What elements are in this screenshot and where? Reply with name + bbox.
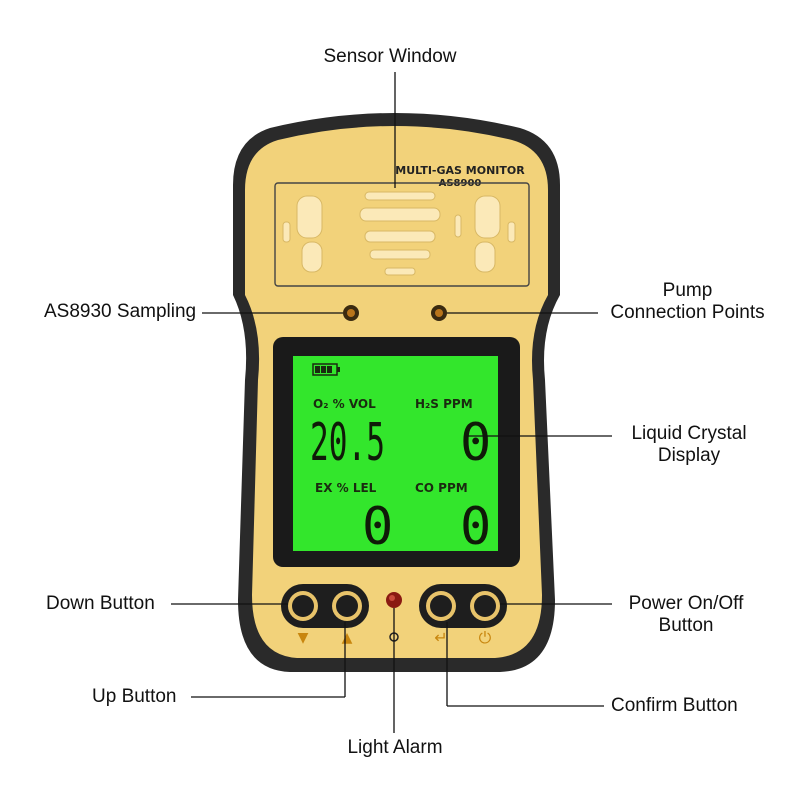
callout-pump-line1: Pump (662, 280, 713, 301)
power-icon: ⏻ (479, 628, 492, 647)
lcd-ex-value: 0 (362, 497, 393, 557)
lcd-co-value: 0 (460, 497, 491, 557)
lcd-o2-value: 20.5 (310, 413, 385, 473)
callout-lcd-line2: Display (657, 445, 721, 466)
enter-icon: ↵ (434, 628, 447, 647)
callout-confirm-button: Confirm Button (611, 695, 738, 716)
callout-lcd: Liquid Crystal Display (614, 423, 764, 467)
lcd-co-label: CO PPM (415, 481, 468, 495)
leader-lines (171, 72, 612, 733)
callout-sensor-window: Sensor Window (323, 46, 457, 67)
callout-pump: Pump Connection Points (600, 280, 775, 324)
lcd-h2s-label: H₂S PPM (415, 397, 473, 411)
callout-power-line1: Power On/Off (628, 593, 744, 614)
up-arrow-icon: ▲ (342, 630, 353, 646)
sensor-window (274, 182, 530, 287)
lcd-screen (293, 356, 498, 551)
model-title: MULTI-GAS MONITOR (395, 164, 525, 177)
lcd-o2-label: O₂ % VOL (313, 397, 376, 411)
callout-up-button: Up Button (92, 686, 177, 707)
callout-power-button: Power On/Off Button (606, 593, 766, 637)
callout-pump-line2: Connection Points (610, 302, 765, 323)
callout-down-button: Down Button (46, 593, 155, 614)
callout-lcd-line1: Liquid Crystal (631, 423, 747, 444)
callout-sampling: AS8930 Sampling (44, 301, 197, 322)
down-arrow-icon: ▼ (298, 630, 309, 646)
lcd-h2s-value: 0 (460, 413, 491, 473)
callout-power-line2: Button (658, 615, 714, 636)
lcd-ex-label: EX % LEL (315, 481, 377, 495)
callout-light-alarm: Light Alarm (347, 737, 443, 758)
